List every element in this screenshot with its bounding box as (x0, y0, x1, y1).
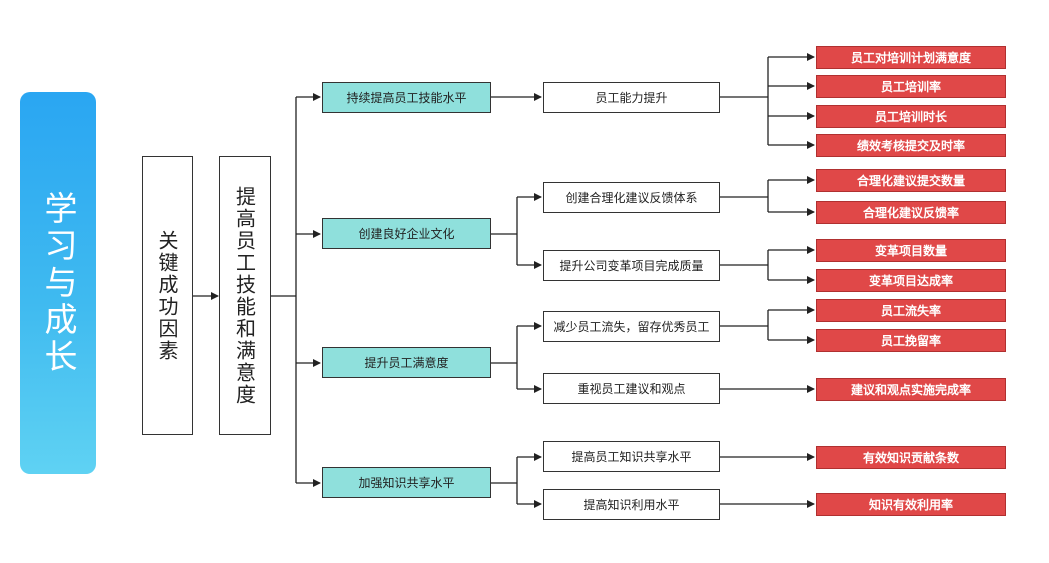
indicator-node: 知识有效利用率 (816, 493, 1006, 516)
indicator-node: 合理化建议反馈率 (816, 201, 1006, 224)
measure-node: 减少员工流失，留存优秀员工 (543, 311, 720, 342)
measure-node: 重视员工建议和观点 (543, 373, 720, 404)
indicator-node: 员工对培训计划满意度 (816, 46, 1006, 69)
category-banner-label: 学习与成长 (39, 190, 78, 376)
indicator-node: 员工流失率 (816, 299, 1006, 322)
indicator-node: 员工挽留率 (816, 329, 1006, 352)
indicator-node: 员工培训率 (816, 75, 1006, 98)
indicator-node: 绩效考核提交及时率 (816, 134, 1006, 157)
indicator-node: 变革项目数量 (816, 239, 1006, 262)
indicator-node: 有效知识贡献条数 (816, 446, 1006, 469)
strategy-node: 提升员工满意度 (322, 347, 491, 378)
indicator-node: 变革项目达成率 (816, 269, 1006, 292)
category-banner: 学习与成长 (20, 92, 96, 474)
measure-node: 提高员工知识共享水平 (543, 441, 720, 472)
key-factors-label: 关键成功因素 (155, 229, 179, 362)
goal-label: 提高员工技能和满意度 (232, 185, 257, 406)
measure-node: 提升公司变革项目完成质量 (543, 250, 720, 281)
strategy-node: 创建良好企业文化 (322, 218, 491, 249)
measure-node: 创建合理化建议反馈体系 (543, 182, 720, 213)
key-factors-box: 关键成功因素 (142, 156, 193, 435)
measure-node: 员工能力提升 (543, 82, 720, 113)
indicator-node: 合理化建议提交数量 (816, 169, 1006, 192)
measure-node: 提高知识利用水平 (543, 489, 720, 520)
goal-box: 提高员工技能和满意度 (219, 156, 271, 435)
strategy-node: 加强知识共享水平 (322, 467, 491, 498)
strategy-node: 持续提高员工技能水平 (322, 82, 491, 113)
indicator-node: 员工培训时长 (816, 105, 1006, 128)
indicator-node: 建议和观点实施完成率 (816, 378, 1006, 401)
